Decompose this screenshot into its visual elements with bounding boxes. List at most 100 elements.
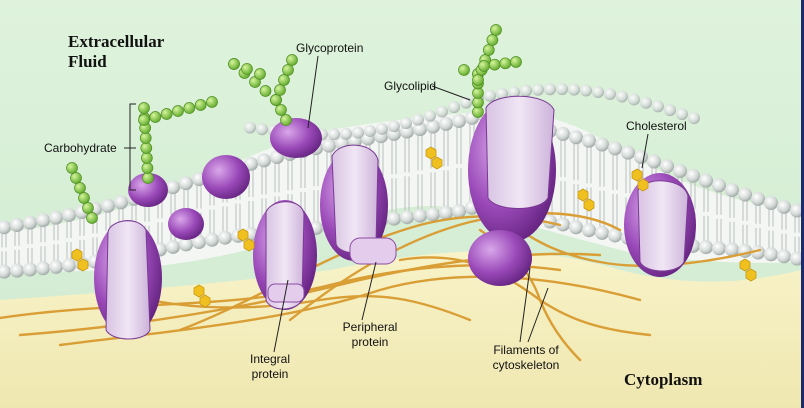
glycoprotein-base [270, 118, 322, 158]
phospholipid-head [426, 207, 440, 222]
phospholipid-head [62, 258, 76, 273]
integral-protein-label-line1: Integral [249, 352, 291, 366]
integral-protein-left [94, 220, 162, 340]
phospholipid-head [0, 220, 11, 235]
phospholipid-head-back [652, 100, 664, 113]
carbohydrate-label: Carbohydrate [44, 141, 117, 155]
sugar-bead [74, 182, 86, 194]
phospholipid-head [569, 220, 583, 235]
sugar-bead [254, 68, 266, 80]
sugar-bead [149, 111, 162, 123]
sugar-bead [275, 104, 287, 116]
phospholipid-head [764, 195, 778, 210]
phospholipid-head [257, 153, 271, 168]
phospholipid-head-back [484, 89, 496, 102]
phospholipid-head-back [388, 120, 400, 133]
phospholipid-head [790, 203, 801, 218]
integral-protein-label: Integral protein [244, 352, 296, 382]
phospholipid-head [23, 262, 37, 277]
phospholipid-head [426, 119, 440, 134]
phospholipid-head [413, 122, 427, 137]
sugar-bead [142, 172, 154, 184]
phospholipid-head [23, 215, 37, 230]
sugar-bead [141, 152, 153, 164]
sugar-bead [486, 34, 499, 46]
sugar-bead [160, 108, 173, 120]
phospholipid-head [712, 178, 726, 193]
sugar-bead [499, 57, 512, 70]
sugar-bead [482, 44, 495, 56]
phospholipid-head-back [496, 87, 508, 100]
phospholipid-head-back [628, 93, 640, 106]
phospholipid-head [452, 113, 466, 128]
sugar-bead [278, 74, 290, 86]
phospholipid-head-back [568, 83, 580, 96]
phospholipid-head [582, 223, 596, 238]
phospholipid-head [413, 208, 427, 223]
phospholipid-head [62, 207, 76, 222]
sugar-bead [138, 102, 150, 114]
phospholipid-head [569, 130, 583, 145]
filaments-label-line2: cytoskeleton [492, 358, 560, 372]
phospholipid-head [439, 116, 453, 131]
phospholipid-head [751, 245, 765, 260]
sugar-bead [140, 142, 153, 154]
cholesterol-molecules [71, 146, 757, 308]
phospholipid-head-back [328, 128, 340, 141]
phospholipid-head [751, 191, 765, 206]
phospholipid-head [166, 180, 180, 195]
phospholipid-head [101, 198, 115, 213]
sugar-bead [259, 85, 272, 97]
sugar-bead [70, 172, 82, 184]
sugar-bead [488, 58, 501, 71]
phospholipid-head-back [352, 126, 364, 139]
phospholipid-head [738, 187, 752, 202]
cytoplasm-label: Cytoplasm [624, 370, 703, 389]
phospholipid-head [114, 195, 128, 210]
phospholipid-head [205, 232, 219, 247]
glycolipid-label: Glycolipid [384, 79, 437, 93]
phospholipid-head-back [376, 122, 388, 135]
cholesterol-label: Cholesterol [626, 119, 687, 133]
sugar-bead [241, 63, 253, 75]
phospholipid-head [387, 211, 401, 226]
sugar-bead [282, 64, 294, 76]
phospholipid-head-back [688, 112, 700, 125]
phospholipid-head-back [532, 83, 544, 96]
phospholipid-head [595, 225, 609, 240]
phospholipid-head [725, 242, 739, 257]
protein-middle-round [202, 155, 250, 199]
sugar-bead [78, 192, 90, 204]
phospholipid-head [738, 243, 752, 258]
sugar-bead [139, 132, 152, 144]
phospholipid-head [790, 251, 801, 266]
phospholipid-head [673, 164, 687, 179]
phospholipid-head [634, 149, 648, 164]
extracellular-label-line1: Extracellular [68, 32, 165, 51]
sugar-bead [206, 96, 218, 108]
phospholipid-head [621, 145, 635, 160]
phospholipid-head [764, 247, 778, 262]
phospholipid-head-back [256, 123, 268, 136]
phospholipid-head-back [544, 83, 556, 96]
phospholipid-head [322, 138, 336, 153]
integral-protein-right-large [468, 95, 556, 286]
phospholipid-head [686, 168, 700, 183]
phospholipid-head [439, 205, 453, 220]
phospholipid-head-back [400, 117, 412, 130]
phospholipid-head [777, 199, 791, 214]
phospholipid-head [179, 176, 193, 191]
phospholipid-head [36, 261, 50, 276]
phospholipid-head-back [556, 83, 568, 96]
sugar-bead [270, 94, 282, 106]
peripheral-protein-host [320, 144, 397, 265]
peripheral-protein-label: Peripheral protein [338, 320, 402, 350]
phospholipid-head-back [412, 113, 424, 126]
extracellular-label-line2: Fluid [68, 52, 107, 71]
sugar-bead [172, 105, 184, 117]
phospholipid-head-back [424, 109, 436, 122]
filaments-label: Filaments of cytoskeleton [484, 343, 568, 373]
phospholipid-head [725, 183, 739, 198]
